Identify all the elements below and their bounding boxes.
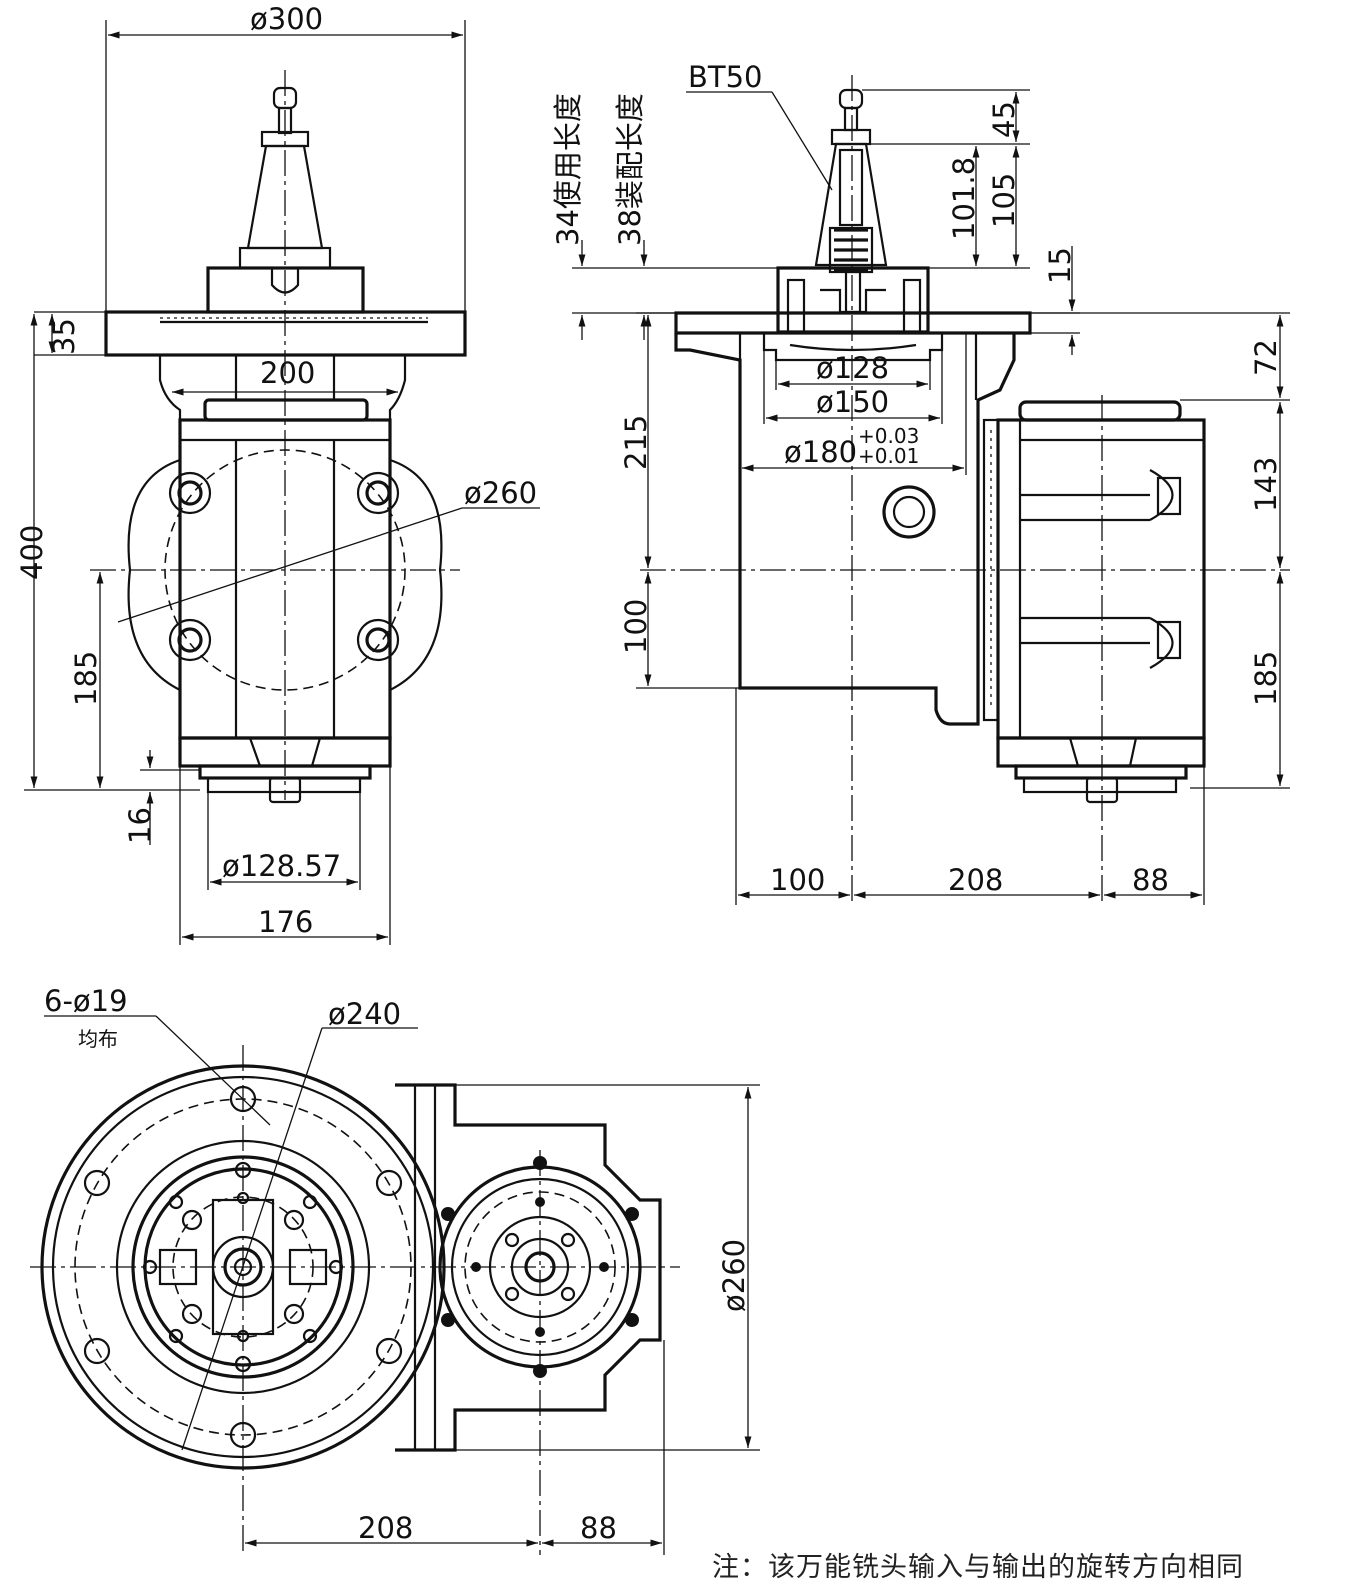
dim-front-d260: ø260: [464, 476, 537, 510]
dim-front-w200: 200: [260, 356, 315, 390]
front-view: ø300 35 200: [15, 2, 540, 945]
side-view: BT50 ø128: [551, 60, 1290, 905]
dim-side-tol-lower: +0.01: [858, 444, 919, 468]
bolts-front: [168, 471, 400, 662]
dim-side-h15: 15: [1043, 247, 1077, 284]
dim-side-h215: 215: [619, 415, 653, 470]
dim-front-w176: 176: [258, 905, 313, 939]
drawing-note: 注：该万能铣头输入与输出的旋转方向相同: [712, 1552, 1244, 1583]
label-holes: 6-ø19: [44, 984, 128, 1018]
dim-side-tol-upper: +0.03: [858, 424, 919, 448]
dim-front-d300: ø300: [250, 2, 323, 36]
dim-side-d180: ø180: [784, 435, 857, 469]
dim-bottom-d260: ø260: [717, 1239, 751, 1312]
dim-side-h105: 105: [987, 173, 1021, 228]
label-use-length: 34使用长度: [551, 93, 585, 246]
dim-bottom-w88: 88: [580, 1511, 617, 1545]
dim-bottom-d240: ø240: [328, 997, 401, 1031]
bottom-view: 6-ø19 均布 ø240: [30, 984, 760, 1555]
dim-side-h72: 72: [1249, 339, 1283, 376]
dim-front-h35: 35: [47, 318, 81, 355]
dim-side-h101-8: 101.8: [947, 157, 981, 240]
dim-side-h143: 143: [1249, 457, 1283, 512]
label-assembly-length: 38装配长度: [613, 93, 647, 246]
dim-side-w88: 88: [1132, 863, 1169, 897]
dim-side-h100v: 100: [619, 599, 653, 654]
dim-side-h45: 45: [987, 101, 1021, 138]
dim-side-h185: 185: [1249, 651, 1283, 706]
dim-side-w100: 100: [770, 863, 825, 897]
dim-front-h185: 185: [69, 651, 103, 706]
label-bt50: BT50: [688, 60, 763, 94]
dim-front-h400: 400: [15, 525, 49, 580]
label-uniform: 均布: [78, 1027, 118, 1051]
dim-side-w208: 208: [948, 863, 1003, 897]
tool-holder-side: [814, 88, 888, 274]
dim-front-h16: 16: [123, 807, 157, 844]
output-disk-holes: [441, 1156, 639, 1378]
dim-front-d128-57: ø128.57: [222, 849, 341, 883]
dim-bottom-w208: 208: [358, 1511, 413, 1545]
